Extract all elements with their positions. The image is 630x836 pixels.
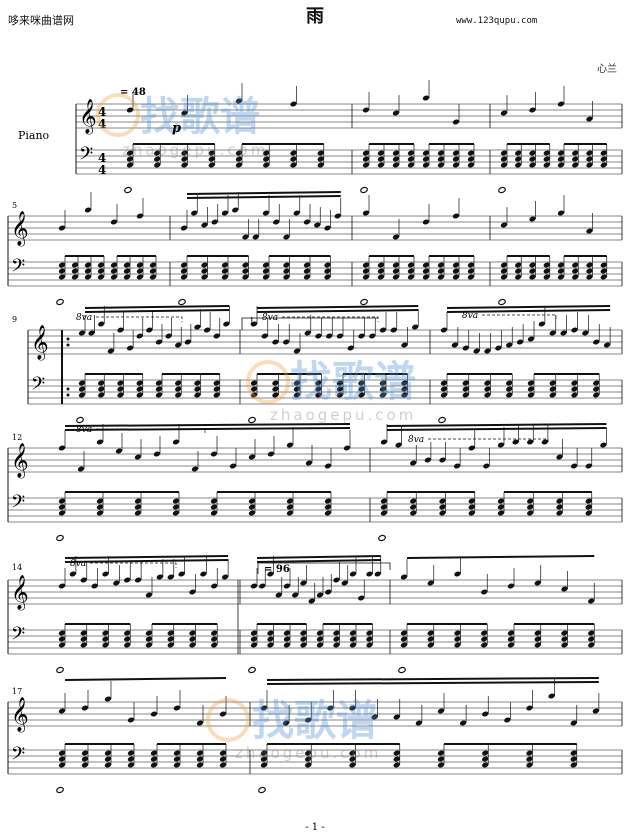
watermark-url: zhaogepu.com xyxy=(235,744,381,762)
instrument-label: Piano xyxy=(18,129,50,142)
bass-low-note xyxy=(377,533,387,543)
bass-low-note xyxy=(247,665,257,675)
beam xyxy=(64,423,351,427)
time-signature: 4 xyxy=(98,117,106,131)
watermark-middle: 找歌谱 zhaogepu.com xyxy=(246,357,416,424)
watermark-url: zhaogepu.com xyxy=(270,406,416,424)
bass-low-note xyxy=(55,533,65,543)
bass-low-note xyxy=(359,297,369,307)
bass-low-note xyxy=(123,185,133,195)
treble-clef: 𝄞 xyxy=(11,211,29,247)
time-signature: 4 xyxy=(98,105,106,119)
treble-clef: 𝄞 xyxy=(11,697,29,733)
bass-low-note xyxy=(55,785,65,795)
ending-label: 1. xyxy=(249,317,258,327)
bass-low-note xyxy=(55,665,65,675)
measure-number: 12 xyxy=(12,433,22,442)
beam xyxy=(256,305,419,309)
measure-number: 5 xyxy=(12,201,17,210)
svg-text:8va: 8va xyxy=(76,313,92,323)
bass-clef: 𝄢 xyxy=(11,492,25,517)
bass-clef: 𝄢 xyxy=(11,256,25,281)
bass-low-note xyxy=(437,415,447,425)
page-title: 雨 xyxy=(306,6,324,27)
first-ending-bracket xyxy=(241,317,378,330)
beam xyxy=(256,559,381,563)
beam xyxy=(386,427,607,431)
measure-number: 9 xyxy=(12,315,17,324)
repeat-dot xyxy=(66,343,70,347)
svg-text:8va: 8va xyxy=(70,559,86,569)
watermark-text: 找歌谱 xyxy=(252,696,378,745)
ottava-lines xyxy=(90,314,557,568)
watermark-bottom: 找歌谱 zhaogepu.com xyxy=(206,696,381,762)
beam xyxy=(256,555,381,559)
beam xyxy=(84,305,230,309)
bass-low-note xyxy=(177,297,187,307)
watermark-url: zhaogepu.com xyxy=(122,141,268,159)
measure-number: 17 xyxy=(12,687,22,696)
tempo-marking-2: = 96 xyxy=(264,564,290,575)
beam xyxy=(64,677,227,681)
site-url: www.123qupu.com xyxy=(456,16,538,26)
beam xyxy=(266,677,599,681)
bass-low-note xyxy=(497,297,507,307)
treble-clef: 𝄞 xyxy=(11,575,29,611)
watermark-top: 找歌谱 zhaogepu.com xyxy=(96,93,268,159)
treble-clef: 𝄞 xyxy=(11,443,29,479)
watermark-text: 找歌谱 xyxy=(140,94,260,140)
composer-name: 心兰 xyxy=(597,64,617,75)
time-signature: 4 xyxy=(98,151,106,165)
bass-clef: 𝄢 xyxy=(31,374,45,399)
svg-text:8va: 8va xyxy=(462,311,478,321)
beam xyxy=(446,305,611,309)
beam xyxy=(256,309,419,313)
beam xyxy=(64,427,351,431)
bass-clef: 𝄢 xyxy=(11,744,25,769)
bass-low-note xyxy=(359,185,369,195)
watermark-text: 找歌谱 xyxy=(290,357,416,406)
beam xyxy=(266,681,599,685)
bass-low-note xyxy=(397,665,407,675)
bass-clef: 𝄢 xyxy=(79,144,93,169)
bass-low-note xyxy=(497,185,507,195)
beam xyxy=(186,191,341,195)
bass-low-note xyxy=(257,785,267,795)
repeat-dot xyxy=(66,337,70,341)
site-name-left: 哆来咪曲谱网 xyxy=(8,14,74,27)
bass-clef: 𝄢 xyxy=(11,624,25,649)
beam xyxy=(64,555,229,559)
beam xyxy=(406,555,595,559)
bass-low-note xyxy=(247,415,257,425)
time-signature: 4 xyxy=(98,163,106,177)
svg-text:8va: 8va xyxy=(408,435,424,445)
tempo-marking: = 48 xyxy=(120,87,146,98)
section-bracket xyxy=(257,562,391,574)
dynamic-marking: p xyxy=(172,121,181,136)
measure-number: 14 xyxy=(12,563,22,572)
repeat-dot xyxy=(66,393,70,397)
treble-clef: 𝄞 xyxy=(79,99,97,135)
beam xyxy=(186,195,341,199)
page-number: - 1 - xyxy=(305,822,324,833)
beam xyxy=(386,423,607,427)
bass-low-note xyxy=(55,297,65,307)
bass-low-note xyxy=(75,415,85,425)
svg-text:8va: 8va xyxy=(76,425,92,435)
beam xyxy=(84,309,230,313)
repeat-dot xyxy=(66,387,70,391)
beam xyxy=(446,309,611,313)
beam xyxy=(64,559,229,563)
treble-clef: 𝄞 xyxy=(31,325,49,361)
